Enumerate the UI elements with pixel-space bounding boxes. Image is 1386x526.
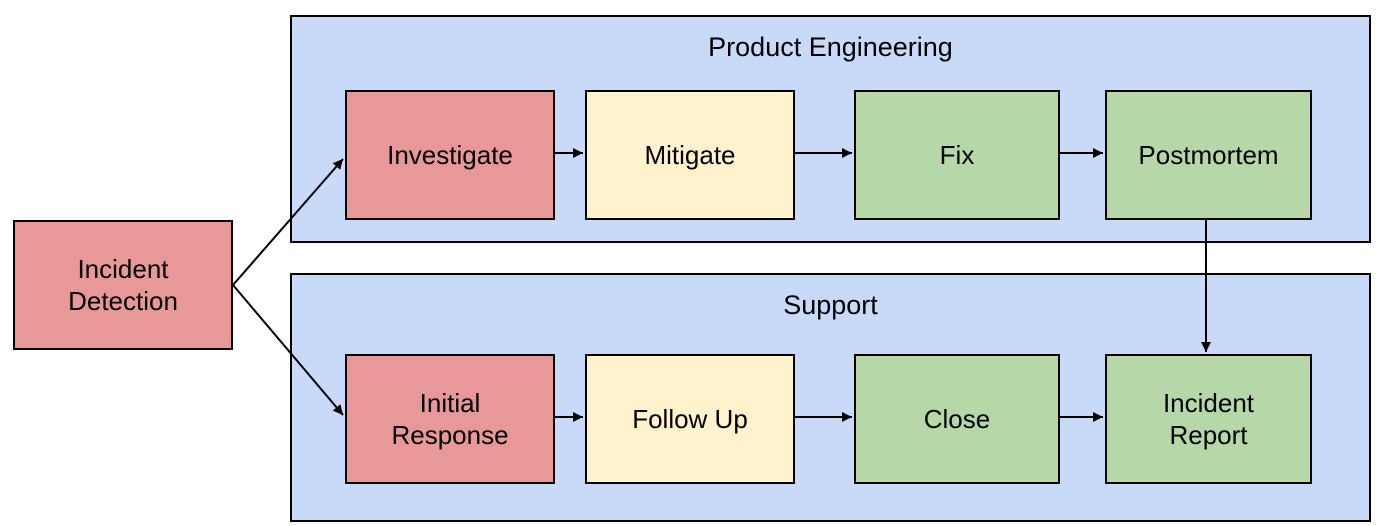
lane-support: Support Initial Response Follow Up Close…	[290, 273, 1371, 522]
node-investigate: Investigate	[345, 90, 555, 220]
node-label: Investigate	[387, 139, 513, 170]
node-label: Follow Up	[632, 403, 748, 434]
node-label: Postmortem	[1138, 139, 1279, 170]
lane-product-engineering: Product Engineering Investigate Mitigate…	[290, 15, 1371, 243]
node-postmortem: Postmortem	[1105, 90, 1312, 220]
node-label: Initial Response	[391, 387, 509, 451]
node-label: Mitigate	[644, 139, 736, 170]
node-mitigate: Mitigate	[585, 90, 795, 220]
node-label: Incident Detection	[68, 253, 178, 317]
node-label: Close	[923, 403, 991, 434]
lane-title-product-engineering: Product Engineering	[708, 32, 953, 62]
node-incident-detection: Incident Detection	[13, 220, 233, 350]
node-close: Close	[854, 354, 1060, 484]
node-label: Incident Report	[1162, 387, 1255, 451]
lane-title-support: Support	[783, 290, 878, 320]
node-fix: Fix	[854, 90, 1060, 220]
node-follow-up: Follow Up	[585, 354, 795, 484]
node-initial-response: Initial Response	[345, 354, 555, 484]
node-incident-report: Incident Report	[1105, 354, 1312, 484]
node-label: Fix	[939, 139, 975, 170]
